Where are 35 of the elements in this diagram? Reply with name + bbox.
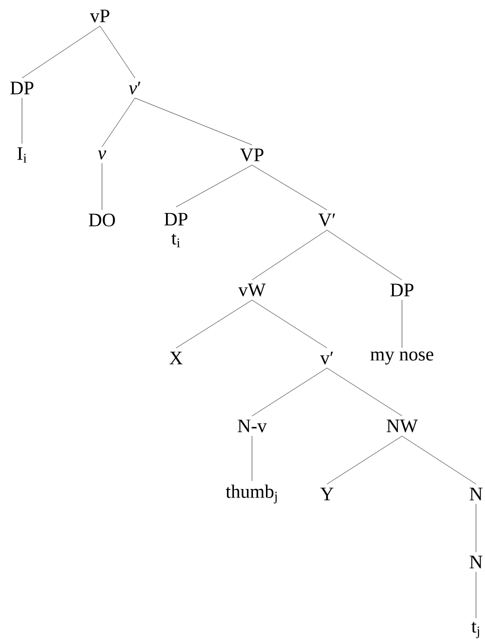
tree-label: thumb$_{j}$ <box>226 484 277 504</box>
tree-branch <box>176 300 252 348</box>
tree-branch <box>22 26 100 78</box>
tree-branch <box>252 164 328 210</box>
tree-label: t$_{j}$ <box>471 622 480 638</box>
tree-branch <box>252 230 328 280</box>
tree-label: NW <box>386 420 418 432</box>
tree-label: N-v <box>238 420 267 432</box>
tree-branch <box>102 98 136 148</box>
tree-branch <box>100 26 136 78</box>
tree-branch <box>176 164 252 208</box>
tree-label: Y <box>320 488 334 500</box>
tree-branch <box>252 300 328 348</box>
tree-label: v <box>98 150 106 160</box>
tree-label: X <box>170 352 183 364</box>
tree-label: DP t$_{i}$ <box>164 212 188 248</box>
tree-label: vP <box>90 10 110 22</box>
tree-label: vW <box>238 284 266 296</box>
tree-label: V′ <box>318 214 335 226</box>
tree-branch <box>252 368 328 416</box>
tree-label: DP <box>10 82 34 94</box>
tree-label: DP <box>390 284 414 296</box>
tree-branch <box>402 436 476 484</box>
tree-branch <box>326 436 402 484</box>
tree-label: N <box>470 488 482 500</box>
tree-branch <box>326 368 402 416</box>
tree-label: my nose <box>370 351 434 365</box>
tree-branch <box>326 230 402 280</box>
tree-label: I$_{i}$ <box>17 147 26 163</box>
tree-label: N <box>470 556 482 568</box>
tree-label: DO <box>88 214 115 226</box>
tree-label: VP <box>240 148 264 162</box>
tree-branch <box>134 98 252 146</box>
tree-label: v′ <box>320 352 333 364</box>
tree-label: v′ <box>128 82 140 94</box>
